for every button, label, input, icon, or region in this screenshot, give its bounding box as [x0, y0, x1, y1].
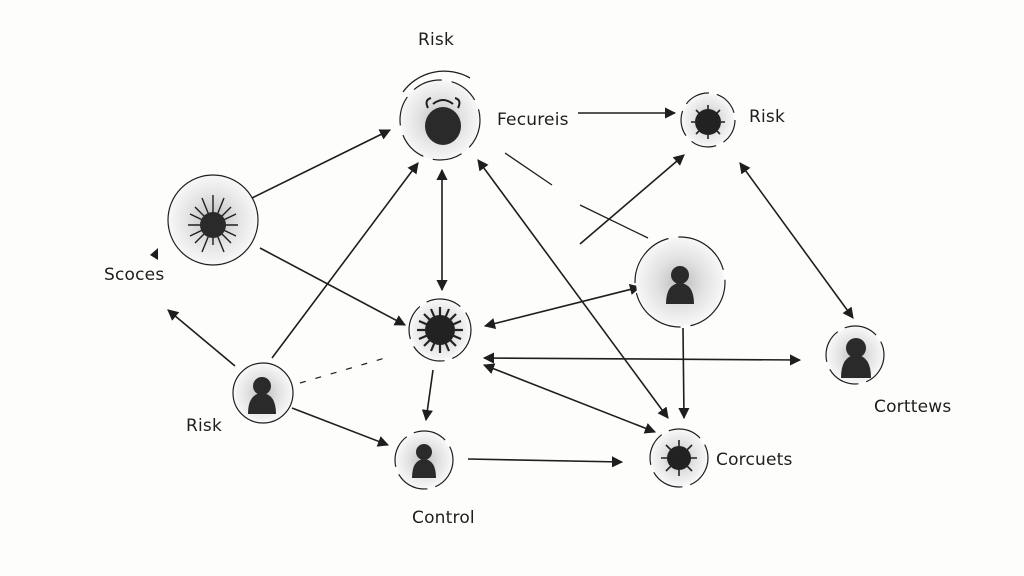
edge-hub-contexts — [482, 352, 802, 366]
edge-risk-left-to-control — [291, 407, 390, 447]
virus-icon — [661, 440, 697, 476]
sources-ring — [167, 174, 259, 266]
focus-node[interactable] — [399, 70, 481, 161]
edge-hub-to-control — [421, 369, 434, 422]
edge-sources-to-focus — [251, 129, 392, 199]
label-contexts: Corttews — [874, 397, 952, 417]
edge-risk-left-dashed — [299, 357, 386, 384]
hub-ring — [408, 298, 472, 362]
edge-risk-left-to-sources — [167, 309, 236, 367]
label-risk-right: Risk — [749, 107, 786, 127]
label-risk-left: Risk — [186, 416, 223, 436]
risk-right-ring — [680, 92, 736, 148]
sources-pointer — [150, 248, 158, 260]
edge-control-to-circuits — [467, 456, 624, 468]
focus-ring-arc — [402, 70, 471, 93]
control-ring — [394, 430, 454, 490]
control-node[interactable] — [394, 430, 454, 490]
edge-risk-right-contexts — [739, 162, 854, 319]
sources-node[interactable] — [150, 174, 259, 266]
edge-person-right-to-circuits — [678, 327, 690, 420]
person-icon — [412, 444, 436, 478]
edge-person-right-to-risk-right — [579, 154, 685, 245]
edge-risk-left-to-focus — [271, 162, 419, 359]
label-sources: Scoces — [104, 265, 165, 285]
label-risk-top: Risk — [418, 30, 455, 50]
label-control: Control — [412, 508, 475, 528]
edge-hub-person-right — [483, 284, 642, 329]
contexts-node[interactable] — [825, 325, 885, 385]
person-right-ring — [634, 236, 726, 328]
risk-right-node[interactable] — [680, 92, 736, 148]
virus-icon — [417, 307, 463, 353]
bug-icon — [425, 97, 461, 145]
circuits-node[interactable] — [649, 428, 709, 488]
person-icon — [666, 266, 694, 304]
focus-ring — [399, 79, 481, 161]
edge-hub-circuits — [482, 363, 657, 434]
edge-sources-to-hub — [259, 247, 406, 326]
person-right-node[interactable] — [634, 236, 726, 328]
label-focus: Fecureis — [497, 110, 569, 130]
edges — [167, 107, 854, 468]
label-circuits: Corcuets — [716, 450, 793, 470]
circuits-ring — [649, 428, 709, 488]
edge-focus-to-person-right-dashed — [504, 152, 649, 239]
person-icon — [248, 377, 276, 414]
risk-left-node[interactable] — [232, 362, 294, 424]
sun-burst-icon — [188, 195, 238, 253]
risk-left-ring — [232, 362, 294, 424]
person-icon — [841, 338, 871, 378]
contexts-ring — [825, 325, 885, 385]
virus-icon — [691, 105, 725, 139]
hub-node[interactable] — [408, 298, 472, 362]
nodes — [150, 70, 885, 490]
